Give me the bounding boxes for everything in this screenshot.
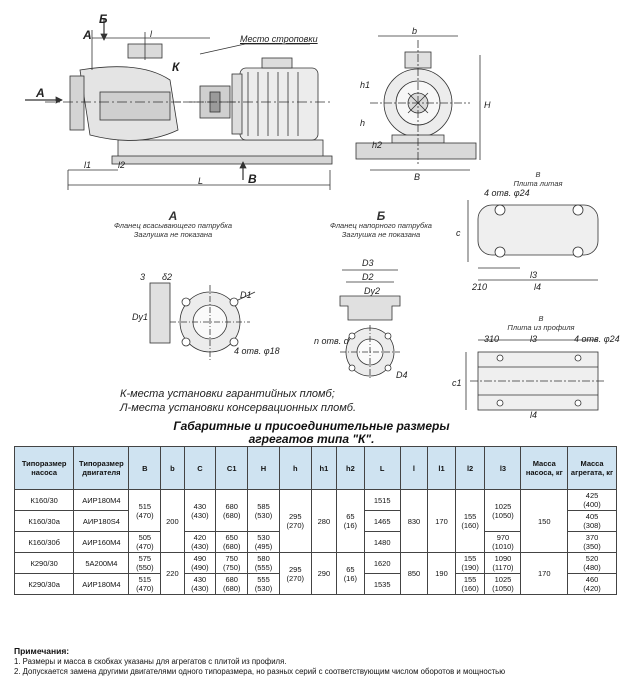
col-h1: h1: [310, 446, 338, 490]
profile-plate-view: [465, 339, 605, 411]
table-header-row: Типоразмер насоса Типоразмер двигателя B…: [13, 446, 617, 490]
profile-plate-caption: В Плита из профиля: [507, 314, 575, 332]
col-pump-mass: Масса насоса, кг: [520, 446, 569, 490]
label-three: 3: [140, 272, 146, 282]
label-H: H: [484, 100, 491, 110]
label-seal-place: Место строповки: [240, 34, 318, 44]
col-l2: l2: [454, 446, 486, 490]
label-h: h: [360, 118, 366, 128]
note-item-2: 2. Допускается замена другими двигателям…: [14, 667, 506, 676]
label-L: L: [198, 176, 204, 186]
label-l2: l2: [118, 160, 126, 170]
label-l4-a: l4: [534, 282, 542, 292]
label-Dy2: Dу2: [364, 286, 381, 296]
label-view-b: Б: [99, 12, 108, 26]
col-H: H: [247, 446, 280, 490]
label-view-a: А: [83, 28, 92, 42]
cast-plate-view: [467, 200, 599, 281]
label-D2: D2: [362, 272, 374, 282]
col-l3: l3: [484, 446, 522, 490]
label-310: 310: [484, 334, 500, 344]
side-view-unit: [25, 18, 333, 190]
label-D1: D1: [240, 290, 252, 300]
front-view-unit: [355, 35, 481, 171]
label-l3-a: l3: [530, 270, 538, 280]
notes-section: Примечания: 1. Размеры и масса в скобках…: [14, 646, 614, 677]
view-a-caption: А Фланец всасывающего патрубка Заглушка …: [113, 209, 233, 239]
label-k: К: [172, 60, 180, 74]
col-motor: Типоразмер двигателя: [73, 446, 130, 490]
seal-notes: К-места установки гарантийных пломб; Л-м…: [120, 388, 357, 414]
col-B: B: [128, 446, 162, 490]
view-b-caption: Б Фланец напорного патрубка Заглушка не …: [330, 209, 432, 239]
table-row: К160/30 АИР180М4 515(470) 200 430(430) 6…: [13, 489, 617, 553]
label-c: c: [456, 228, 461, 238]
cast-plate-caption: В Плита литая: [513, 170, 563, 188]
dimensions-table: Типоразмер насоса Типоразмер двигателя B…: [13, 446, 617, 595]
label-arrow-a: А: [36, 86, 45, 100]
label-b: b: [412, 26, 418, 36]
notes-title: Примечания:: [14, 646, 70, 656]
col-h2: h2: [336, 446, 365, 490]
table-row: К290/30а АИР180М4 515(470) 430(430) 680(…: [13, 573, 617, 595]
label-B-dim: B: [414, 172, 421, 182]
col-L: L: [363, 446, 401, 490]
col-h: h: [278, 446, 312, 490]
label-D4: D4: [396, 370, 408, 380]
col-unit-mass: Масса агрегата, кг: [567, 446, 617, 490]
col-C1: C1: [215, 446, 249, 490]
table-row: К160/30а АИР180S4 1465 405(308): [13, 510, 617, 532]
label-h1: h1: [360, 80, 371, 90]
col-C: C: [183, 446, 217, 490]
col-l: l: [399, 446, 429, 490]
label-l: l: [150, 29, 152, 39]
label-l1: l1: [84, 160, 92, 170]
label-holes-24-b: 4 отв. φ24: [574, 334, 620, 344]
technical-drawing: [25, 18, 605, 411]
view-b-flange: [339, 269, 401, 380]
label-210: 210: [472, 282, 488, 292]
col-pump: Типоразмер насоса: [13, 446, 75, 490]
col-l1: l1: [427, 446, 456, 490]
table-title: Габаритные и присоединительные размеры а…: [173, 419, 450, 446]
label-arrow-v: В: [248, 172, 257, 186]
label-l4-b: l4: [530, 410, 538, 420]
label-n-holes: n отв. d: [314, 336, 349, 346]
label-holes-24: 4 отв. φ24: [484, 188, 530, 198]
label-D3: D3: [362, 258, 374, 268]
label-Dy1: Dу1: [132, 312, 149, 322]
label-h2: h2: [372, 140, 383, 150]
col-b: b: [160, 446, 185, 490]
label-holes-18: 4 отв. φ18: [234, 346, 280, 356]
table-row: К290/30 5А200М4 575(550) 220 490(490) 75…: [13, 552, 617, 595]
label-c1: c1: [452, 378, 462, 388]
view-a-flange: [149, 282, 256, 360]
label-l3-b: l3: [530, 334, 538, 344]
note-item-1: 1. Размеры и масса в скобках указаны для…: [14, 657, 287, 666]
label-delta2: δ2: [162, 272, 173, 282]
